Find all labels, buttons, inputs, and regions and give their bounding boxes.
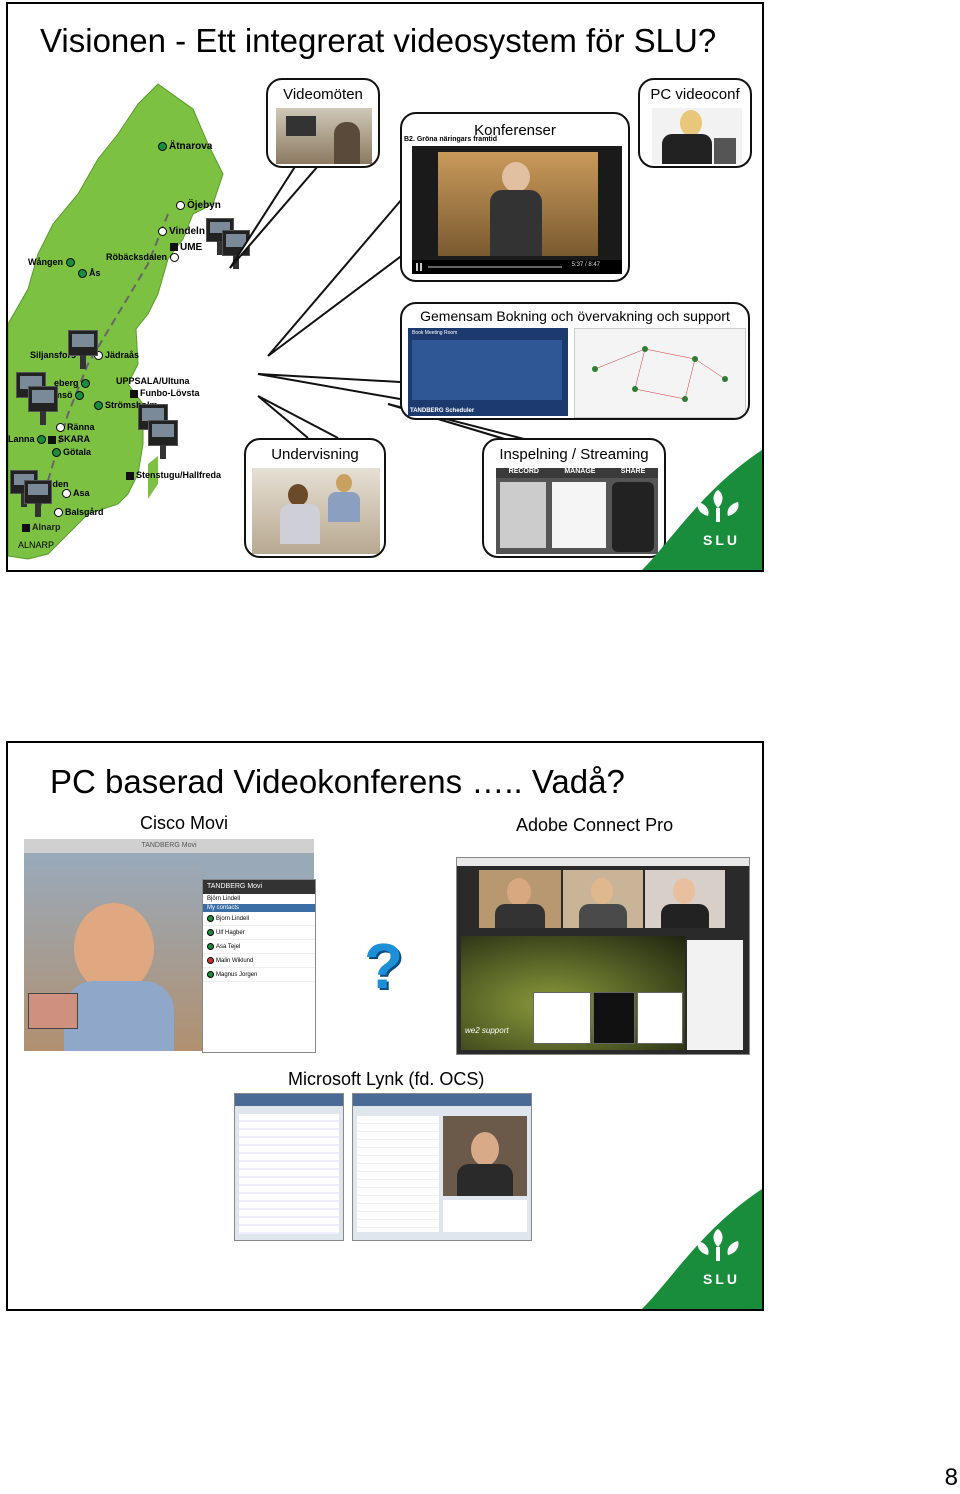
seek-bar[interactable] — [428, 266, 562, 268]
map-place: Lanna — [8, 434, 48, 445]
movi-contacts-tab[interactable]: My contacts — [203, 904, 315, 912]
videomoten-label: Videomöten — [283, 86, 363, 103]
map-place: Öjebyn — [176, 200, 221, 211]
map-place: eberg — [54, 378, 92, 389]
adobe-connect-screenshot: we2 support — [456, 857, 750, 1055]
map-place: SKARA — [48, 434, 90, 444]
record-tab[interactable]: RECORD — [508, 468, 539, 475]
video-player[interactable]: 5:37 / 8:47 — [412, 146, 622, 274]
cisco-label: Cisco Movi — [140, 813, 229, 833]
movi-contact[interactable]: Asa Tejel — [203, 940, 315, 955]
booking-screenshot: Book Meeting Room TANDBERG Scheduler — [408, 328, 568, 416]
pc-videoconf-label: PC videoconf — [650, 86, 740, 103]
map-place: Wången — [28, 257, 77, 268]
movi-contact[interactable]: Ulf Hagber — [203, 926, 315, 941]
booking-title: Book Meeting Room — [412, 330, 458, 336]
movi-window-title: TANDBERG Movi — [24, 839, 314, 853]
movi-contacts-panel: TANDBERG Movi Björn Lindell My contacts … — [202, 879, 316, 1053]
movi-user: Björn Lindell — [207, 896, 241, 902]
slu-logo-text: SLU — [703, 532, 740, 548]
slide-1: Visionen - Ett integrerat videosystem fö… — [6, 2, 764, 572]
map-place: UPPSALA/Ultuna — [116, 376, 190, 386]
classroom-photo — [252, 468, 380, 554]
map-place: Stenstugu/Hallfreda — [126, 470, 221, 480]
scheduler-label: TANDBERG Scheduler — [410, 408, 475, 414]
movi-contact[interactable]: Malin Wiklund — [203, 954, 315, 969]
map-place: Ätnarova — [158, 141, 212, 152]
adobe-brand: we2 support — [465, 1026, 509, 1035]
videomoten-bubble: Videomöten — [266, 78, 380, 168]
map-place: Götala — [52, 447, 91, 458]
map-place: Ränna — [56, 422, 95, 433]
slide-2-title: PC baserad Videokonferens ….. Vadå? — [50, 763, 625, 800]
share-tab[interactable]: SHARE — [620, 468, 646, 475]
monitoring-screenshot — [574, 328, 746, 418]
manage-tab[interactable]: MANAGE — [564, 468, 596, 475]
streaming-label: Inspelning / Streaming — [499, 446, 649, 463]
konferenser-caption: B2. Gröna näringars framtid — [404, 136, 497, 143]
map-place: neden — [42, 479, 69, 489]
pc-videoconf-bubble: PC videoconf — [638, 78, 752, 168]
bokning-bubble: Gemensam Bokning och övervakning och sup… — [400, 302, 750, 420]
bokning-label: Gemensam Bokning och övervakning och sup… — [420, 308, 730, 324]
slu-logo-text: SLU — [703, 1271, 740, 1287]
map-place: UME — [170, 242, 202, 253]
map-place: ALNARP — [18, 540, 55, 550]
map-place: Röbäcksdalen — [106, 252, 181, 263]
map-place: Vindeln — [158, 226, 205, 237]
callout-tails — [229, 161, 529, 441]
map-place: Siljansfors — [30, 350, 77, 360]
lync-contacts-window — [234, 1093, 344, 1241]
video-unit-icon — [68, 330, 98, 369]
map-place: Asa — [62, 488, 90, 499]
video-unit-icon — [16, 372, 46, 411]
movi-brand: TANDBERG Movi — [203, 880, 315, 894]
pc-user-photo — [652, 108, 742, 164]
video-unit-icon — [24, 480, 52, 517]
slu-logo-corner — [642, 450, 762, 570]
undervisning-bubble: Undervisning — [244, 438, 386, 558]
sweden-map — [8, 83, 224, 560]
movi-contact[interactable]: Magnus Jorgen — [203, 968, 315, 983]
movi-contact[interactable]: Bjorn Lindell — [203, 912, 315, 927]
adobe-label: Adobe Connect Pro — [516, 815, 674, 835]
pause-icon[interactable] — [416, 263, 422, 271]
player-time: 5:37 / 8:47 — [571, 262, 600, 268]
map-place: Strömsholm — [94, 400, 158, 411]
lync-conversation-window — [352, 1093, 532, 1241]
microsoft-label: Microsoft Lynk (fd. OCS) — [288, 1069, 485, 1089]
cisco-movi-screenshot: TANDBERG Movi TANDBERG Movi Björn Lindel… — [24, 839, 316, 1053]
map-place: Alnarp — [22, 522, 61, 532]
meeting-photo — [276, 108, 372, 164]
streaming-screenshot: RECORD MANAGE SHARE — [496, 468, 658, 554]
slide-1-title: Visionen - Ett integrerat videosystem fö… — [40, 22, 717, 59]
page-number: 8 — [944, 1464, 958, 1491]
map-place: Ås — [78, 268, 101, 279]
video-unit-icon — [148, 420, 178, 459]
slu-logo-corner — [642, 1189, 762, 1309]
map-place: msö — [54, 390, 86, 401]
slide-2: PC baserad Videokonferens ….. Vadå? Cisc… — [6, 741, 764, 1311]
video-unit-icon — [28, 386, 58, 425]
undervisning-label: Undervisning — [271, 446, 359, 463]
streaming-bubble: Inspelning / Streaming RECORD MANAGE SHA… — [482, 438, 666, 558]
question-mark-icon: ? — [364, 930, 404, 1002]
konferenser-label: Konferenser — [474, 122, 556, 139]
konferenser-bubble: Konferenser B2. Gröna näringars framtid … — [400, 112, 630, 282]
map-place: Balsgård — [54, 507, 104, 518]
map-place: Funbo-Lövsta — [130, 388, 200, 398]
